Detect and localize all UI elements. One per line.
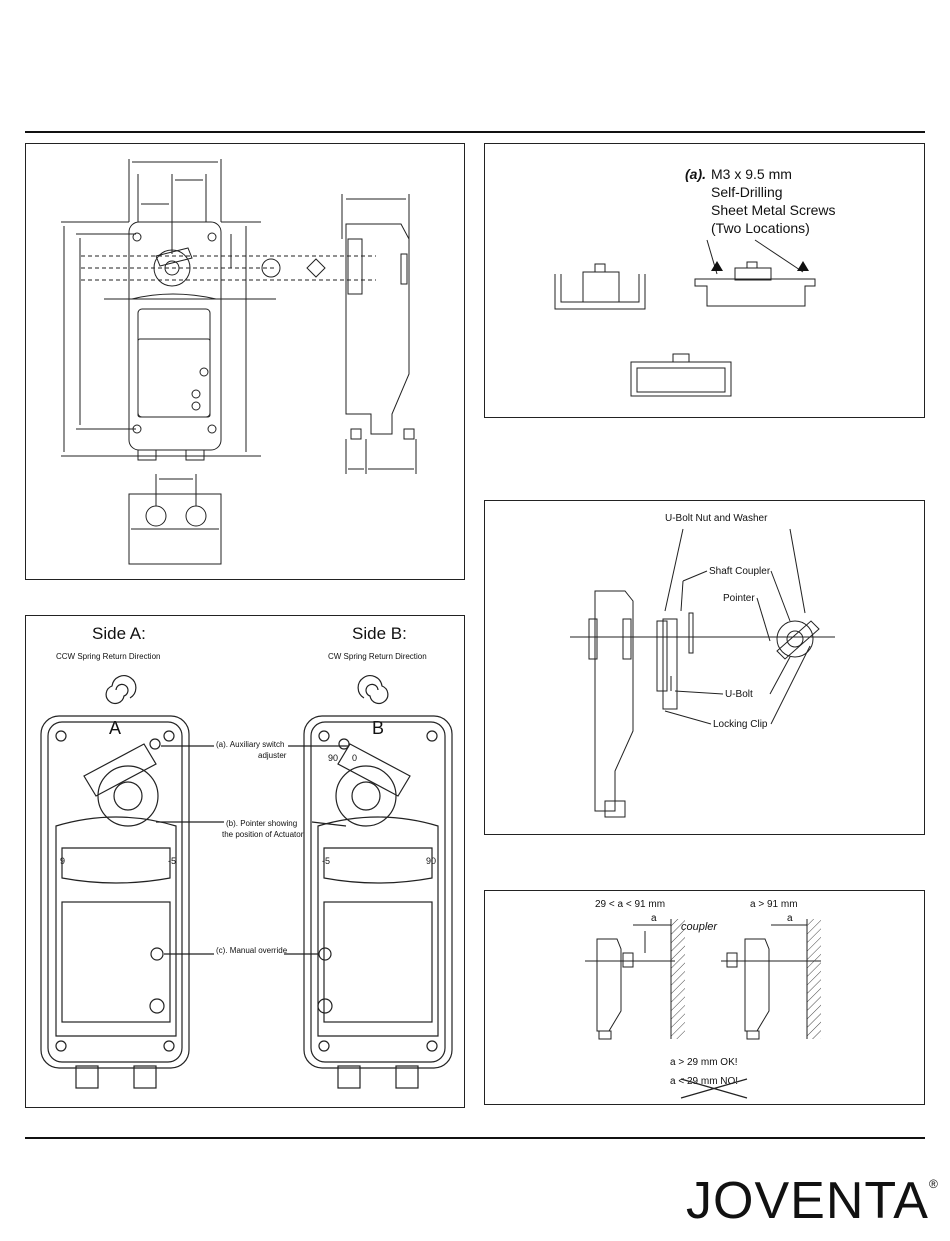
dimension-a-1: a bbox=[651, 913, 657, 924]
label-ubolt: U-Bolt bbox=[725, 689, 753, 700]
dimension-a-2: a bbox=[787, 913, 793, 924]
label-pointer: Pointer bbox=[723, 593, 755, 604]
side-b-title: Side B: bbox=[352, 624, 407, 643]
switch-b-right: 0 bbox=[352, 753, 358, 763]
screw-spec-line4: (Two Locations) bbox=[711, 220, 810, 236]
callout-pointer-line2: the position of Actuator bbox=[222, 830, 304, 839]
callout-aux-switch-line2: adjuster bbox=[258, 751, 287, 760]
dimension-drawing bbox=[61, 159, 417, 565]
dimension-drawing-panel bbox=[25, 143, 465, 580]
label-locking-clip: Locking Clip bbox=[713, 719, 768, 730]
callout-aux-switch: (a). Auxiliary switch bbox=[216, 740, 285, 749]
letter-a: A bbox=[109, 718, 122, 738]
screw-spec-line2: Self-Drilling bbox=[711, 184, 783, 200]
side-a-title: Side A: bbox=[92, 624, 146, 643]
side-b-subtitle: CW Spring Return Direction bbox=[328, 652, 427, 661]
mounting-distance-panel: 29 < a < 91 mm a > 91 mm a a coupler a >… bbox=[484, 890, 925, 1105]
actuator-side-drawings bbox=[40, 675, 453, 1089]
bottom-rule bbox=[25, 1137, 925, 1139]
screw-spec-line1: M3 x 9.5 mm bbox=[711, 166, 792, 182]
brand-name: JOVENTA bbox=[686, 1172, 929, 1230]
cw-spring-icon bbox=[357, 675, 389, 704]
side-a-subtitle: CCW Spring Return Direction bbox=[56, 652, 161, 661]
callout-manual-override: (c). Manual override bbox=[216, 946, 288, 955]
coupler-label: coupler bbox=[681, 921, 718, 933]
label-ubolt-nut-washer: U-Bolt Nut and Washer bbox=[665, 513, 768, 524]
registered-mark: ® bbox=[928, 1177, 939, 1191]
range-label-2: a > 91 mm bbox=[750, 899, 798, 910]
screw-label-a: (a). bbox=[685, 166, 706, 182]
no-rule: a < 29 mm NO! bbox=[670, 1076, 739, 1087]
top-rule bbox=[25, 131, 925, 133]
callout-pointer: (b). Pointer showing bbox=[226, 819, 298, 828]
range-label-1: 29 < a < 91 mm bbox=[595, 899, 666, 910]
joventa-logo: JOVENTA® bbox=[686, 1171, 939, 1231]
coupler-assembly-panel: U-Bolt Nut and Washer Shaft Coupler Poin… bbox=[484, 500, 925, 835]
coupler-assembly-drawing bbox=[570, 528, 835, 818]
screw-spec-line3: Sheet Metal Screws bbox=[711, 202, 836, 218]
screw-mounting-panel: (a). M3 x 9.5 mm Self-Drilling Sheet Met… bbox=[484, 143, 925, 418]
label-shaft-coupler: Shaft Coupler bbox=[709, 566, 771, 577]
mounting-distance-drawing bbox=[585, 919, 821, 1099]
ccw-spring-icon bbox=[105, 675, 137, 704]
scale-b-right: 90 bbox=[426, 856, 437, 866]
screw-bracket-drawings bbox=[554, 239, 816, 397]
spring-return-sides-panel: Side A: CCW Spring Return Direction Side… bbox=[25, 615, 465, 1108]
ok-rule: a > 29 mm OK! bbox=[670, 1057, 738, 1068]
scale-b-left: -5 bbox=[322, 856, 331, 866]
switch-b-left: 90 bbox=[328, 753, 339, 763]
letter-b: B bbox=[372, 718, 385, 738]
scale-a-right: -5 bbox=[168, 856, 177, 866]
